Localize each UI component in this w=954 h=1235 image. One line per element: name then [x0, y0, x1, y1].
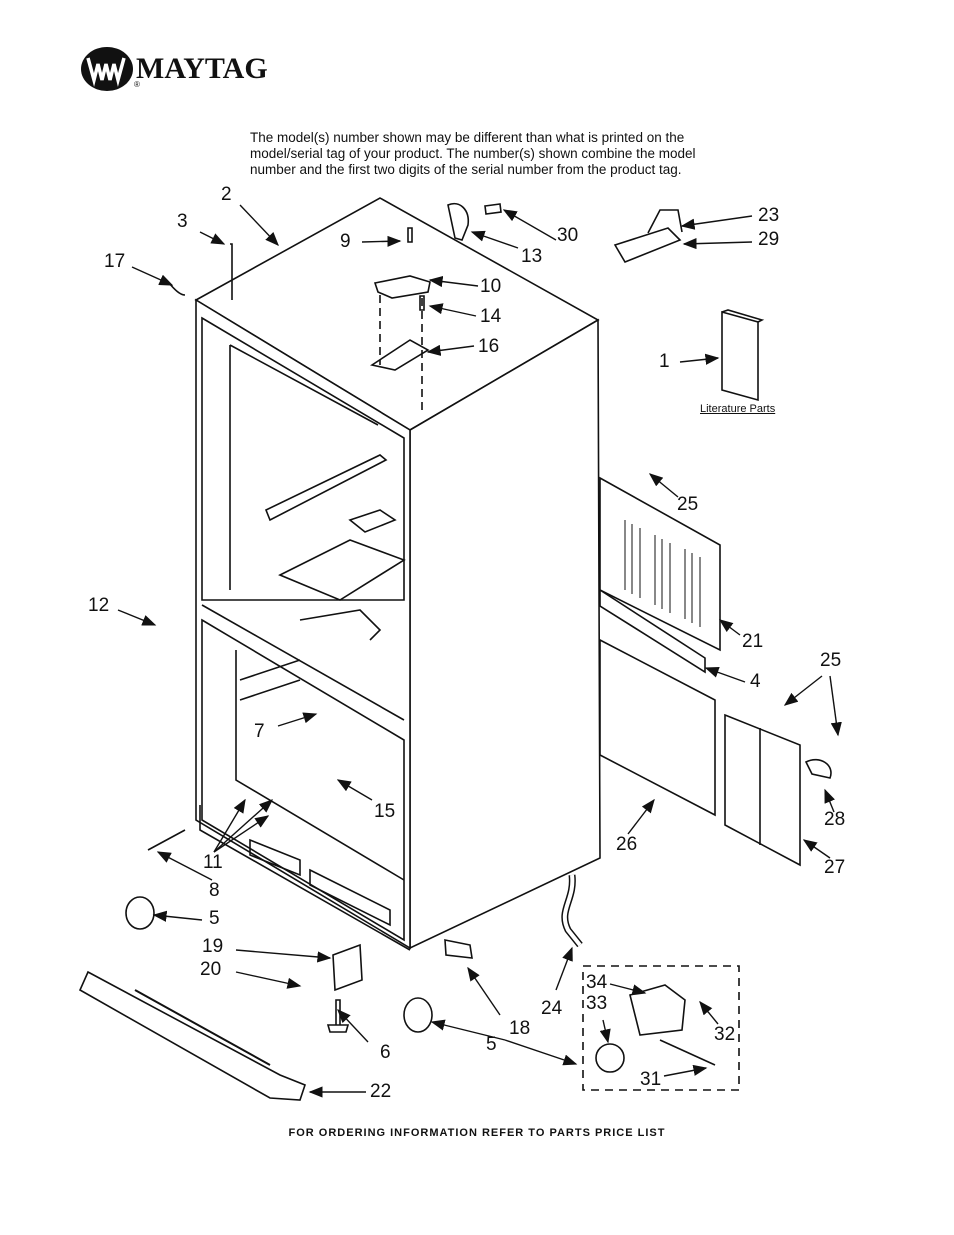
callout-2: 2	[221, 184, 232, 205]
callout-33: 33	[586, 993, 608, 1014]
callout-15: 15	[374, 801, 396, 822]
literature-parts-label: Literature Parts	[700, 403, 776, 415]
clip-28	[804, 758, 832, 779]
roller-bracket	[629, 984, 686, 1036]
screw-8	[147, 829, 186, 851]
callout-3: 3	[177, 211, 188, 232]
callout-21: 21	[742, 631, 764, 652]
screw-14	[419, 295, 425, 311]
callout-14: 14	[480, 306, 502, 327]
rear-grille-panel	[599, 476, 721, 652]
callout-5-rear: 5	[486, 1034, 497, 1055]
callout-30: 30	[557, 225, 579, 246]
callout-32: 32	[714, 1024, 736, 1045]
model-number-notice: The model(s) number shown may be differe…	[250, 130, 770, 178]
callout-11: 11	[203, 852, 223, 873]
hinge-cover	[373, 275, 431, 299]
callout-26: 26	[616, 834, 638, 855]
callout-27: 27	[824, 857, 846, 878]
toe-grille	[78, 970, 306, 1101]
notice-line: number and the first two digits of the s…	[250, 162, 682, 177]
callout-5-front: 5	[209, 908, 220, 929]
screw-9	[407, 227, 413, 243]
front-caster	[125, 896, 155, 930]
callout-9: 9	[340, 231, 351, 252]
bracket-19	[332, 943, 363, 992]
callout-6: 6	[380, 1042, 391, 1063]
callout-20: 20	[200, 959, 222, 980]
literature-book	[721, 310, 759, 402]
callout-19: 19	[202, 936, 224, 957]
maytag-logo	[81, 47, 133, 91]
registered-mark: ®	[134, 80, 140, 89]
screw-30	[484, 203, 502, 215]
rear-cover-panel	[599, 638, 716, 817]
rear-caster	[403, 997, 433, 1033]
roller-wheel	[595, 1043, 625, 1073]
callout-25-right: 25	[820, 650, 842, 671]
door-stop	[447, 203, 470, 241]
callout-8: 8	[209, 880, 220, 901]
callout-31: 31	[640, 1069, 662, 1090]
callout-16: 16	[478, 336, 500, 357]
brand-name: MAYTAG	[136, 52, 268, 85]
callout-18: 18	[509, 1018, 531, 1039]
callout-29: 29	[758, 229, 780, 250]
screw-3	[230, 243, 233, 300]
tube-assembly	[613, 227, 682, 263]
access-cover	[724, 713, 801, 867]
callout-25-top: 25	[677, 494, 699, 515]
callout-17: 17	[104, 251, 126, 272]
callout-12: 12	[88, 595, 110, 616]
cabinet-body	[194, 197, 601, 951]
clamp-18	[444, 939, 473, 959]
callout-23: 23	[758, 205, 780, 226]
notice-line: The model(s) number shown may be differe…	[250, 130, 685, 145]
callout-22: 22	[370, 1081, 392, 1102]
callout-34: 34	[586, 972, 608, 993]
callout-10: 10	[480, 276, 502, 297]
notice-line: model/serial tag of your product. The nu…	[250, 146, 696, 161]
callout-4: 4	[750, 671, 761, 692]
callout-13: 13	[521, 246, 543, 267]
callout-7: 7	[254, 721, 265, 742]
callout-1: 1	[659, 351, 670, 372]
roller-kit-box	[582, 965, 740, 1091]
ordering-info-footer: FOR ORDERING INFORMATION REFER TO PARTS …	[288, 1127, 666, 1139]
leveling-leg	[326, 999, 350, 1033]
callout-24: 24	[541, 998, 563, 1019]
axle-31	[659, 1039, 716, 1066]
callout-28: 28	[824, 809, 846, 830]
